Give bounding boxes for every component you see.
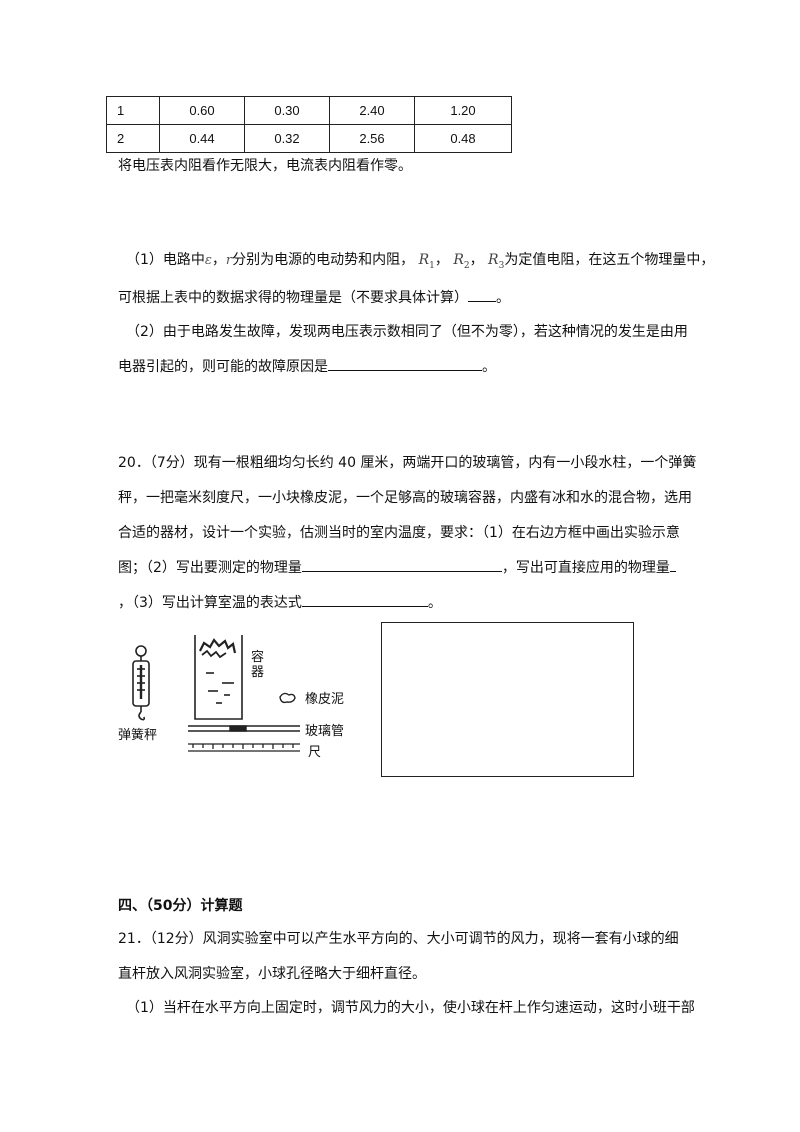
q19-p1-b: 分别为电源的电动势和内阻，	[232, 252, 415, 268]
answer-blank-4[interactable]	[669, 570, 676, 572]
apparatus-drawing	[132, 635, 300, 752]
ruler-label: 尺	[308, 745, 322, 760]
glass-tube-icon	[188, 725, 300, 732]
table-cell: 0.44	[159, 124, 245, 153]
answer-blank-5[interactable]	[301, 605, 428, 607]
q21-line2: 直杆放入风洞实验室，小球孔径略大于细杆直径。	[118, 966, 426, 982]
apparatus-figure: 弹簧秤 容 器 橡皮泥 玻璃管 尺	[118, 633, 358, 767]
answer-blank-1[interactable]	[468, 300, 496, 302]
q19-sep2: ，	[434, 252, 449, 268]
ruler-icon	[188, 743, 300, 752]
table-cell: 0.48	[414, 124, 512, 153]
r2-symbol: R2	[453, 252, 470, 271]
container-label-1: 容	[251, 650, 265, 665]
q20-line5: ，（3）写出计算室温的表达式。	[118, 595, 442, 611]
answer-blank-3[interactable]	[301, 570, 502, 572]
spring-scale-icon	[132, 645, 150, 721]
table-cell: 1	[106, 96, 160, 125]
q20-line4: 图；（2）写出要测定的物理量，写出可直接应用的物理量	[118, 557, 676, 577]
q19-part2-line2: 电器引起的，则可能的故障原因是。	[118, 359, 496, 375]
table-cell: 2	[106, 124, 160, 153]
tube-label: 玻璃管	[305, 724, 345, 739]
q21-line1: 21．（12分）风洞实验室中可以产生水平方向的、大小可调节的风力，现将一套有小球…	[118, 931, 679, 947]
r1-symbol: R1	[418, 252, 435, 271]
table-cell: 2.56	[329, 124, 415, 153]
q20-line1: 20．（7分）现有一根粗细均匀长约 40 厘米，两端开口的玻璃管，内有一小段水柱…	[118, 455, 697, 471]
answer-drawing-box[interactable]	[381, 622, 634, 777]
table-cell: 0.30	[244, 96, 330, 125]
q19-p1-c: 为定值电阻，在这五个物理量中，	[504, 252, 715, 268]
epsilon-symbol: ε	[204, 253, 212, 268]
q19-sep3: ，	[469, 252, 484, 268]
q20-line3: 合适的器材，设计一个实验，估测当时的室内温度，要求：（1）在右边方框中画出实验示…	[118, 525, 680, 541]
table-cell: 0.32	[244, 124, 330, 153]
clay-label: 橡皮泥	[305, 692, 345, 707]
q19-part1-line2: 可根据上表中的数据求得的物理量是（不要求具体计算）。	[118, 290, 510, 306]
answer-blank-2[interactable]	[328, 369, 482, 371]
q19-p1-a: （1）电路中	[126, 252, 205, 268]
container-icon	[194, 635, 243, 720]
q20-line2: 秤，一把毫米刻度尺，一小块橡皮泥，一个足够高的玻璃容器，内盛有冰和水的混合物，选…	[118, 490, 692, 506]
r3-symbol: R3	[488, 252, 505, 271]
container-label-2: 器	[251, 665, 265, 680]
q21-line3: （1）当杆在水平方向上固定时，调节风力的大小，使小球在杆上作匀速运动，这时小班干…	[126, 1000, 695, 1016]
q19-part2-line1: （2）由于电路发生故障，发现两电压表示数相同了（但不为零），若这种情况的发生是由…	[126, 324, 688, 340]
clay-icon	[279, 692, 296, 704]
spring-scale-label: 弹簧秤	[118, 728, 158, 743]
section4-heading: 四、（50分）计算题	[118, 898, 243, 914]
q19-sep1: ，	[211, 252, 226, 268]
note-text: 将电压表内阻看作无限大，电流表内阻看作零。	[118, 158, 412, 174]
q19-part1-line1: （1）电路中ε，r分别为电源的电动势和内阻， R1， R2， R3为定值电阻，在…	[126, 249, 714, 271]
table-cell: 1.20	[414, 96, 512, 125]
table-cell: 0.60	[159, 96, 245, 125]
table-cell: 2.40	[329, 96, 415, 125]
r-symbol: r	[225, 253, 233, 268]
